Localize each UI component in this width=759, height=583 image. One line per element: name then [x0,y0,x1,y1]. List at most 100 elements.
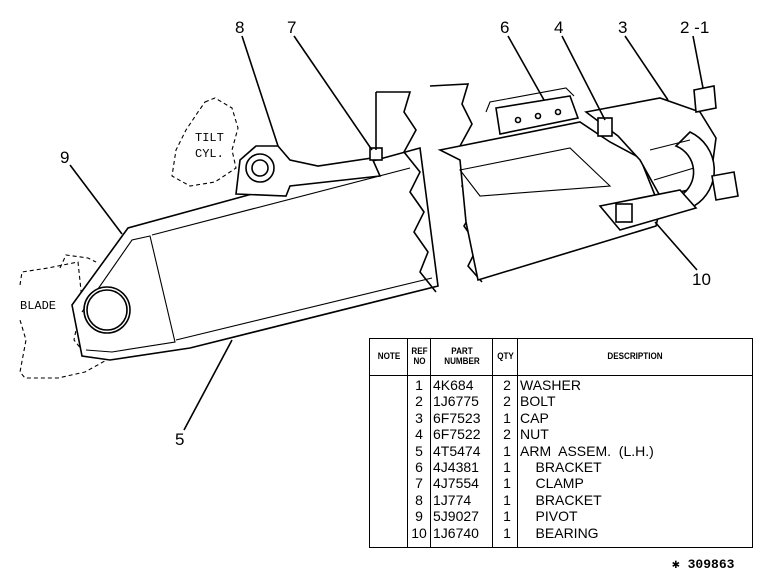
qty-cell: 2 [503,393,511,410]
tilt-bracket [235,145,382,197]
qty-cell: 1 [503,524,511,541]
ref-cell: 6 [415,459,423,475]
figure-id: ✱ 309863 [672,557,735,572]
leader-5 [183,339,233,431]
leader-7 [293,35,373,151]
header-ref-line1: REF [411,346,428,357]
ref-cell: 8 [415,491,423,508]
table-row: 9 5J9027 1 PIVOT [370,508,752,524]
pivot-bore-inner [86,289,128,331]
callout-7: 7 [287,18,296,37]
table-header: NOTE REF NO PART NUMBER QTY DESCRIPTION [370,339,752,376]
part-number-cell: 4J4381 [433,459,479,475]
arm-body-left-inner [81,235,176,353]
qty-cell: 1 [503,459,511,475]
ref-cell: 3 [415,409,423,426]
part-number-cell: 5J9027 [433,508,479,525]
description-cell: BEARING [520,524,599,541]
bracket-hole-1 [514,116,522,124]
blade-phantom-inner [59,254,97,269]
bracket-hole-2 [534,112,542,120]
header-qty: QTY [497,351,514,362]
col-note [370,339,408,547]
leader-2-1 [692,35,704,89]
leader-10 [654,221,698,271]
description-cell: BOLT [520,393,556,410]
part-number-cell: 4T5474 [433,442,481,459]
callout-2-1: 2 -1 [680,18,709,37]
qty-cell: 1 [503,442,511,459]
bolt-head-lower [711,171,739,201]
qty-cell: 1 [503,491,511,508]
table-row: 8 1J774 1 BRACKET [370,492,752,508]
ref-cell: 4 [415,426,423,443]
ref-cell: 1 [415,377,423,393]
col-ref [408,339,431,547]
part-number-cell: 4J7554 [433,475,479,492]
qty-cell: 1 [503,475,511,492]
part-number-cell: 4K684 [433,377,474,393]
description-cell: NUT [520,426,549,443]
description-cell: BRACKET [520,459,602,475]
leader-9 [69,164,123,235]
callout-9: 9 [60,148,69,167]
header-part: PART NUMBER [436,339,489,375]
col-part [431,339,493,547]
qty-cell: 1 [503,508,511,525]
ref-cell: 5 [415,442,423,459]
part-number-cell: 1J6775 [433,393,479,410]
table-row: 2 1J6775 2 BOLT [370,393,752,409]
tilt-cylinder-phantom [171,97,239,187]
bolt-head-upper [693,85,717,113]
tilt-cylinder-label-1: TILT [195,131,224,145]
ref-cell: 9 [415,508,423,525]
header-ref: REF NO [410,339,430,375]
col-qty [493,339,518,547]
leader-3 [624,35,669,101]
header-ref-line2: NO [413,356,426,367]
part-number-cell: 1J774 [433,491,472,508]
table-row: 10 1J6740 1 BEARING [370,525,752,541]
leader-4 [561,35,606,121]
ref-cell: 2 [415,393,423,410]
nut-upper [597,117,613,137]
part-number-cell: 6F7523 [433,409,481,426]
table-row: 5 4T5474 1 ARM ASSEM. (L.H.) [370,443,752,459]
description-cell: BRACKET [520,491,602,508]
table-row: 4 6F7522 2 NUT [370,426,752,442]
leader-8 [241,35,279,147]
part-number-cell: 6F7522 [433,426,481,443]
arm-body-left [71,146,439,361]
arm-body-right-inner [459,147,612,197]
callout-10: 10 [692,270,711,289]
bearing-shaft [649,139,695,181]
ref-cell: 10 [411,524,427,541]
description-cell: ARM ASSEM. (L.H.) [520,442,654,459]
tilt-cylinder-label-2: CYL. [195,147,224,161]
description-cell: PIVOT [520,508,578,525]
part-number-cell: 1J6740 [433,524,479,541]
table-row: 7 4J7554 1 CLAMP [370,475,752,491]
description-cell: CLAMP [520,475,584,492]
callout-5: 5 [175,430,184,449]
parts-list-table: NOTE REF NO PART NUMBER QTY DESCRIPTION … [369,338,753,548]
bracket-top [485,87,575,113]
header-part-line2: NUMBER [444,356,480,367]
bracket-plate [495,95,580,135]
header-note: NOTE [377,351,401,362]
pivot-bore-outer [83,286,131,334]
blade-phantom-outline [19,261,114,379]
arm-body-left-edge2 [175,277,433,341]
leader-6 [507,35,545,101]
ref-cell: 7 [415,475,423,492]
header-part-line1: PART [451,346,473,357]
callout-8: 8 [235,18,244,37]
tilt-bracket-bore [245,153,275,183]
bracket-hole-3 [554,108,562,116]
nut-lower [615,203,633,223]
qty-cell: 2 [503,426,511,443]
table-row: 6 4J4381 1 BRACKET [370,459,752,475]
